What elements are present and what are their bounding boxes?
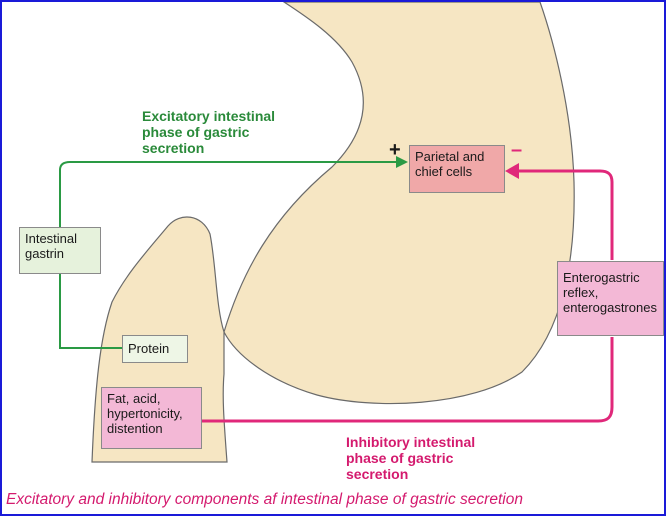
protein-box: Protein: [122, 335, 188, 363]
excitatory-phase-title: Excitatory intestinal phase of gastric s…: [142, 108, 275, 156]
inhibitory-phase-title: Inhibitory intestinal phase of gastric s…: [346, 434, 475, 482]
plus-sign: +: [389, 140, 401, 160]
enterogastric-box: Enterogastric reflex, enterogastrones: [557, 261, 664, 336]
intestinal-gastrin-box: Intestinal gastrin: [19, 227, 101, 274]
minus-sign: –: [511, 140, 522, 160]
fat-acid-box: Fat, acid, hypertonicity, distention: [101, 387, 202, 449]
figure-caption: Excitatory and inhibitory components af …: [6, 490, 666, 510]
parietal-chief-cells-box: Parietal and chief cells: [409, 145, 505, 193]
